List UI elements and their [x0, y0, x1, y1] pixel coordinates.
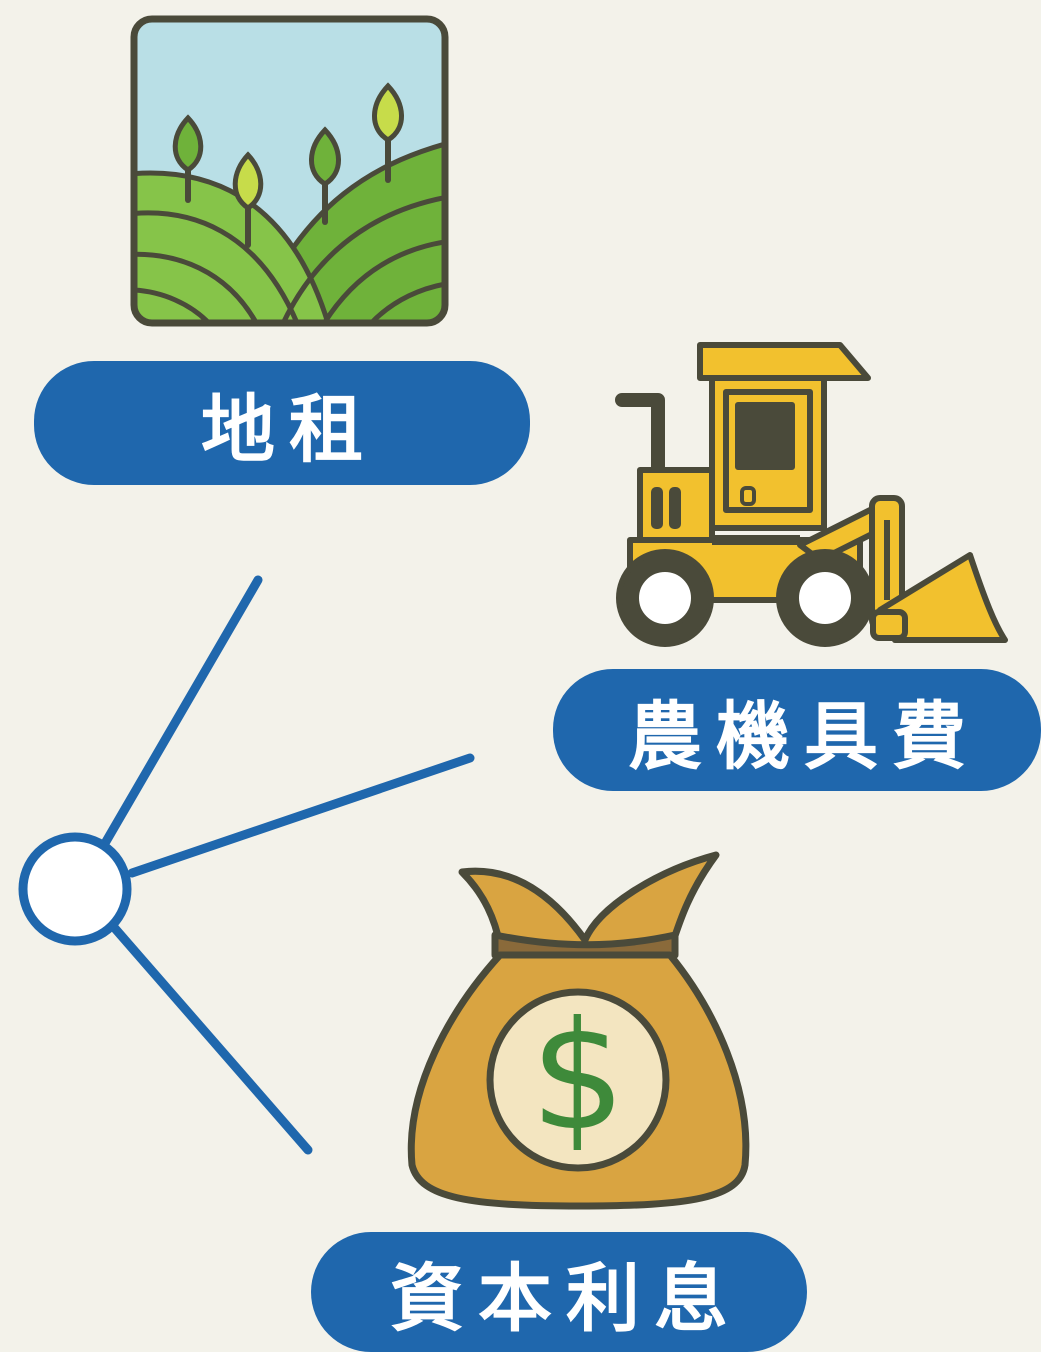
label-land-rent-text: 地租: [201, 386, 377, 473]
label-machinery-cost: 農機具費: [553, 669, 1041, 791]
connector-to-land: [99, 575, 263, 850]
connector-to-capital: [107, 920, 313, 1155]
connector-to-machinery: [127, 753, 475, 878]
label-land-rent: 地租: [34, 361, 530, 485]
label-capital-interest-text: 資本利息: [390, 1255, 742, 1342]
hub-circle: [18, 832, 132, 946]
money-bag-icon: [407, 851, 750, 1210]
tractor-bulldozer-icon: [615, 342, 1008, 647]
label-capital-interest: 資本利息: [311, 1232, 807, 1352]
farmland-hills-icon: [130, 15, 449, 327]
dollar-sign: $: [530, 990, 625, 1164]
label-machinery-cost-text: 農機具費: [628, 693, 980, 780]
connectors: [99, 575, 475, 1155]
